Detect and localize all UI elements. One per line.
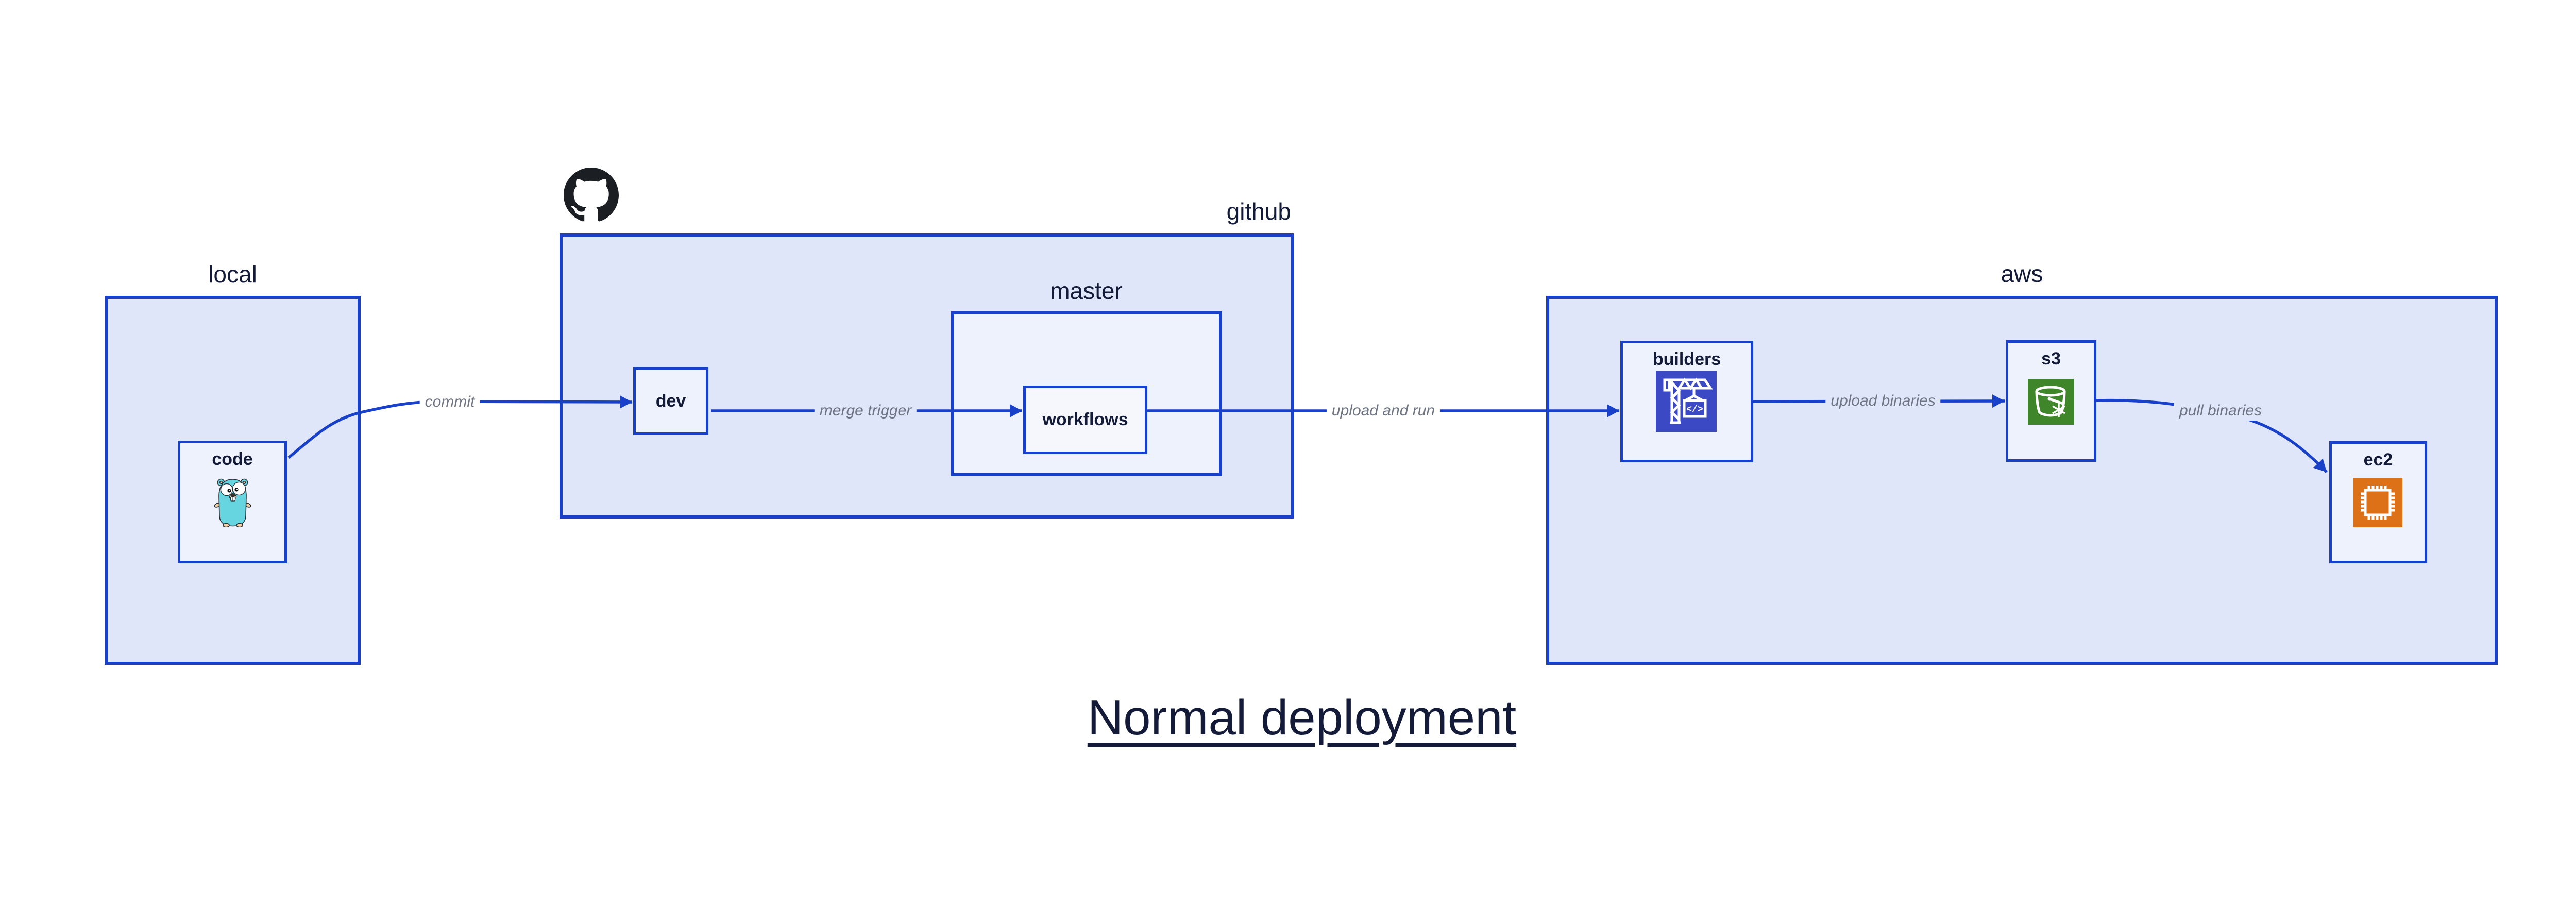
master-label: master xyxy=(1050,277,1123,304)
diagram-title: Normal deployment xyxy=(1087,690,1517,745)
ec2-chip-icon xyxy=(2353,478,2402,527)
node-code-label: code xyxy=(212,449,253,469)
node-dev-label: dev xyxy=(655,391,686,411)
node-ec2-label: ec2 xyxy=(2363,450,2393,470)
go-gopher-icon xyxy=(214,478,251,527)
edge-label-upload-and-run: upload and run xyxy=(1326,401,1440,421)
edge-label-upload-binaries: upload binaries xyxy=(1825,391,1941,411)
node-dev: dev xyxy=(633,367,708,435)
github-octocat-icon xyxy=(564,168,619,222)
edge-label-pull-binaries: pull binaries xyxy=(2174,401,2267,421)
github-label: github xyxy=(1226,198,1291,225)
node-s3-label: s3 xyxy=(2041,349,2061,369)
edge-label-commit: commit xyxy=(419,392,480,412)
node-builders: builders xyxy=(1620,341,1753,462)
node-workflows-label: workflows xyxy=(1042,410,1128,429)
local-label: local xyxy=(208,261,257,288)
node-builders-label: builders xyxy=(1652,349,1721,369)
edge-commit xyxy=(287,395,633,459)
node-workflows: workflows xyxy=(1023,386,1147,454)
s3-bucket-snowflake-icon xyxy=(2028,379,2074,425)
codebuild-code-glyph: </> xyxy=(1686,405,1703,415)
edge-label-merge-trigger: merge trigger xyxy=(814,401,917,421)
aws-label: aws xyxy=(2001,260,2043,287)
codebuild-crane-icon: </> xyxy=(1656,371,1717,432)
